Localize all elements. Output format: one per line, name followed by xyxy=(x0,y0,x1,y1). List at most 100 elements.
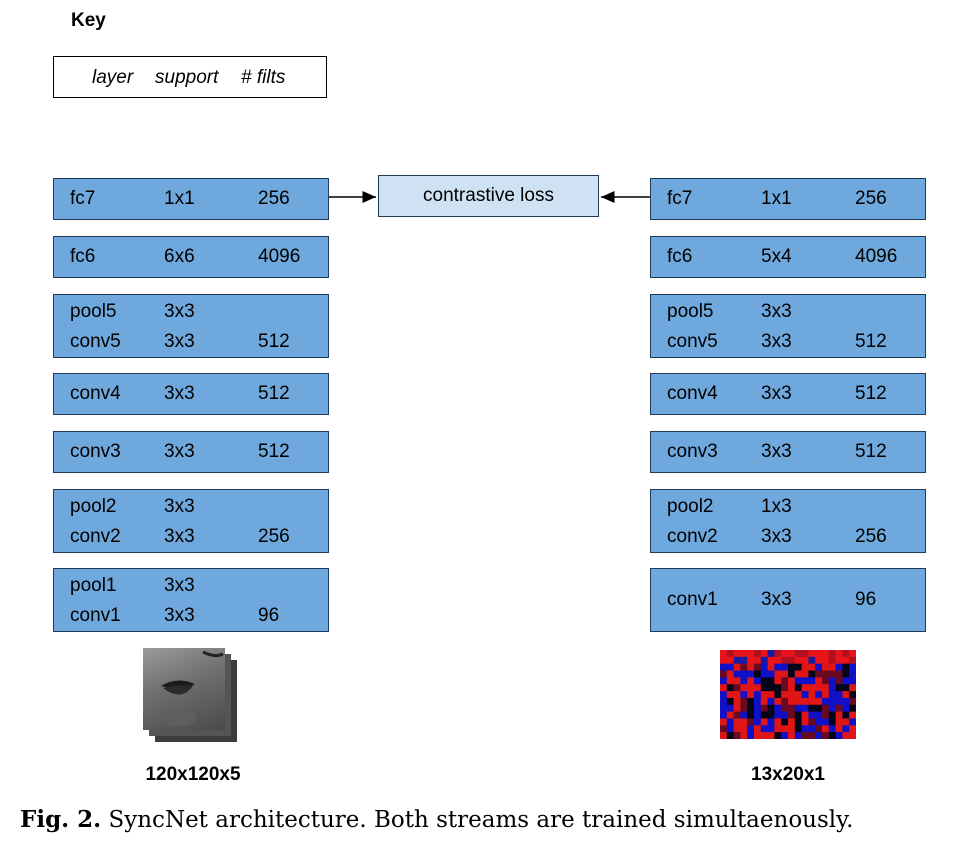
heatmap-cell xyxy=(733,704,741,713)
layer-filters: 256 xyxy=(258,188,290,209)
heatmap-cell xyxy=(842,677,850,685)
heatmap-cell xyxy=(842,691,850,699)
heatmap-cell xyxy=(747,697,755,706)
heatmap-cell xyxy=(842,656,850,665)
heatmap-cell xyxy=(828,711,837,719)
layer-name: conv4 xyxy=(667,383,718,404)
heatmap-cell xyxy=(815,725,823,733)
heatmap-cell xyxy=(822,704,830,713)
heatmap-cell xyxy=(794,732,803,739)
heatmap-cell xyxy=(754,684,762,692)
heatmap-cell xyxy=(774,691,782,699)
heatmap-cell xyxy=(828,732,837,739)
key-box: layer support # filts xyxy=(53,56,327,98)
heatmap-cell xyxy=(794,704,803,713)
heatmap-cell xyxy=(726,677,735,685)
layer-support: 3x3 xyxy=(164,526,195,547)
heatmap-cell xyxy=(822,711,830,719)
heatmap-cell xyxy=(808,704,816,713)
heatmap-cell xyxy=(815,732,823,739)
heatmap-cell xyxy=(828,677,837,685)
heatmap-cell xyxy=(740,684,748,692)
layer-filters: 512 xyxy=(258,441,290,462)
layer-name: conv3 xyxy=(70,441,121,462)
layer-filters: 256 xyxy=(855,188,887,209)
layer-support: 1x1 xyxy=(164,188,195,209)
heatmap-cell xyxy=(760,711,769,719)
heatmap-cell xyxy=(720,656,728,665)
heatmap-cell xyxy=(754,691,762,699)
heatmap-cell xyxy=(767,704,775,713)
heatmap-cell xyxy=(733,677,741,685)
heatmap-cell xyxy=(815,684,823,692)
heatmap-cell xyxy=(815,718,823,726)
heatmap-cell xyxy=(849,711,856,719)
heatmap-cell xyxy=(835,711,843,719)
heatmap-cell xyxy=(788,650,796,658)
heatmap-cell xyxy=(740,732,748,739)
heatmap-cell xyxy=(808,732,816,739)
heatmap-cell xyxy=(740,670,748,678)
heatmap-cell xyxy=(808,670,816,678)
heatmap-cell xyxy=(808,718,816,726)
heatmap-cell xyxy=(828,684,837,692)
layer-support: 3x3 xyxy=(164,575,195,596)
heatmap-cell xyxy=(835,704,843,713)
heatmap-cell xyxy=(747,677,755,685)
layer-name: fc6 xyxy=(667,246,693,267)
layer-name: conv2 xyxy=(70,526,121,547)
heatmap-cell xyxy=(822,677,830,685)
heatmap-cell xyxy=(726,697,735,706)
layer-filters: 96 xyxy=(855,589,877,610)
heatmap-cell xyxy=(774,704,782,713)
heatmap-cell xyxy=(788,732,796,739)
heatmap-cell xyxy=(760,732,769,739)
heatmap-cell xyxy=(828,670,837,678)
heatmap-cell xyxy=(815,650,823,658)
heatmap-cell xyxy=(815,663,823,672)
heatmap-cell xyxy=(726,663,735,672)
layer-support: 3x3 xyxy=(164,441,195,462)
heatmap-cell xyxy=(801,684,809,692)
heatmap-cell xyxy=(767,697,775,706)
heatmap-cell xyxy=(835,691,843,699)
heatmap-cell xyxy=(801,691,809,699)
heatmap-cell xyxy=(747,718,755,726)
heatmap-cell xyxy=(733,711,741,719)
heatmap-cell xyxy=(815,691,823,699)
key-filts-label: # filts xyxy=(241,67,286,88)
heatmap-cell xyxy=(822,725,830,733)
heatmap-cell xyxy=(754,732,762,739)
heatmap-cell xyxy=(754,711,762,719)
layer-support: 3x3 xyxy=(761,331,792,352)
heatmap-cell xyxy=(740,697,748,706)
layer-name: pool2 xyxy=(667,496,714,517)
heatmap-cell xyxy=(822,691,830,699)
heatmap-cell xyxy=(808,677,816,685)
layer-support: 1x3 xyxy=(761,496,792,517)
key-title: Key xyxy=(71,10,106,31)
key-support-label: support xyxy=(155,67,219,88)
heatmap-cell xyxy=(774,663,782,672)
heatmap-cell xyxy=(835,718,843,726)
layer-support: 3x3 xyxy=(761,526,792,547)
heatmap-cell xyxy=(747,684,755,692)
heatmap-cell xyxy=(835,670,843,678)
heatmap-cell xyxy=(835,697,843,706)
heatmap-cell xyxy=(767,725,775,733)
face-frames-image xyxy=(143,648,238,742)
heatmap-cell xyxy=(842,711,850,719)
heatmap-cell xyxy=(781,670,789,678)
heatmap-cell xyxy=(822,697,830,706)
heatmap-cell xyxy=(720,725,728,733)
heatmap-cell xyxy=(740,725,748,733)
heatmap-cell xyxy=(835,650,843,658)
heatmap-cell xyxy=(774,711,782,719)
heatmap-cell xyxy=(849,691,856,699)
layer-support: 3x3 xyxy=(164,496,195,517)
heatmap-cell xyxy=(808,691,816,699)
